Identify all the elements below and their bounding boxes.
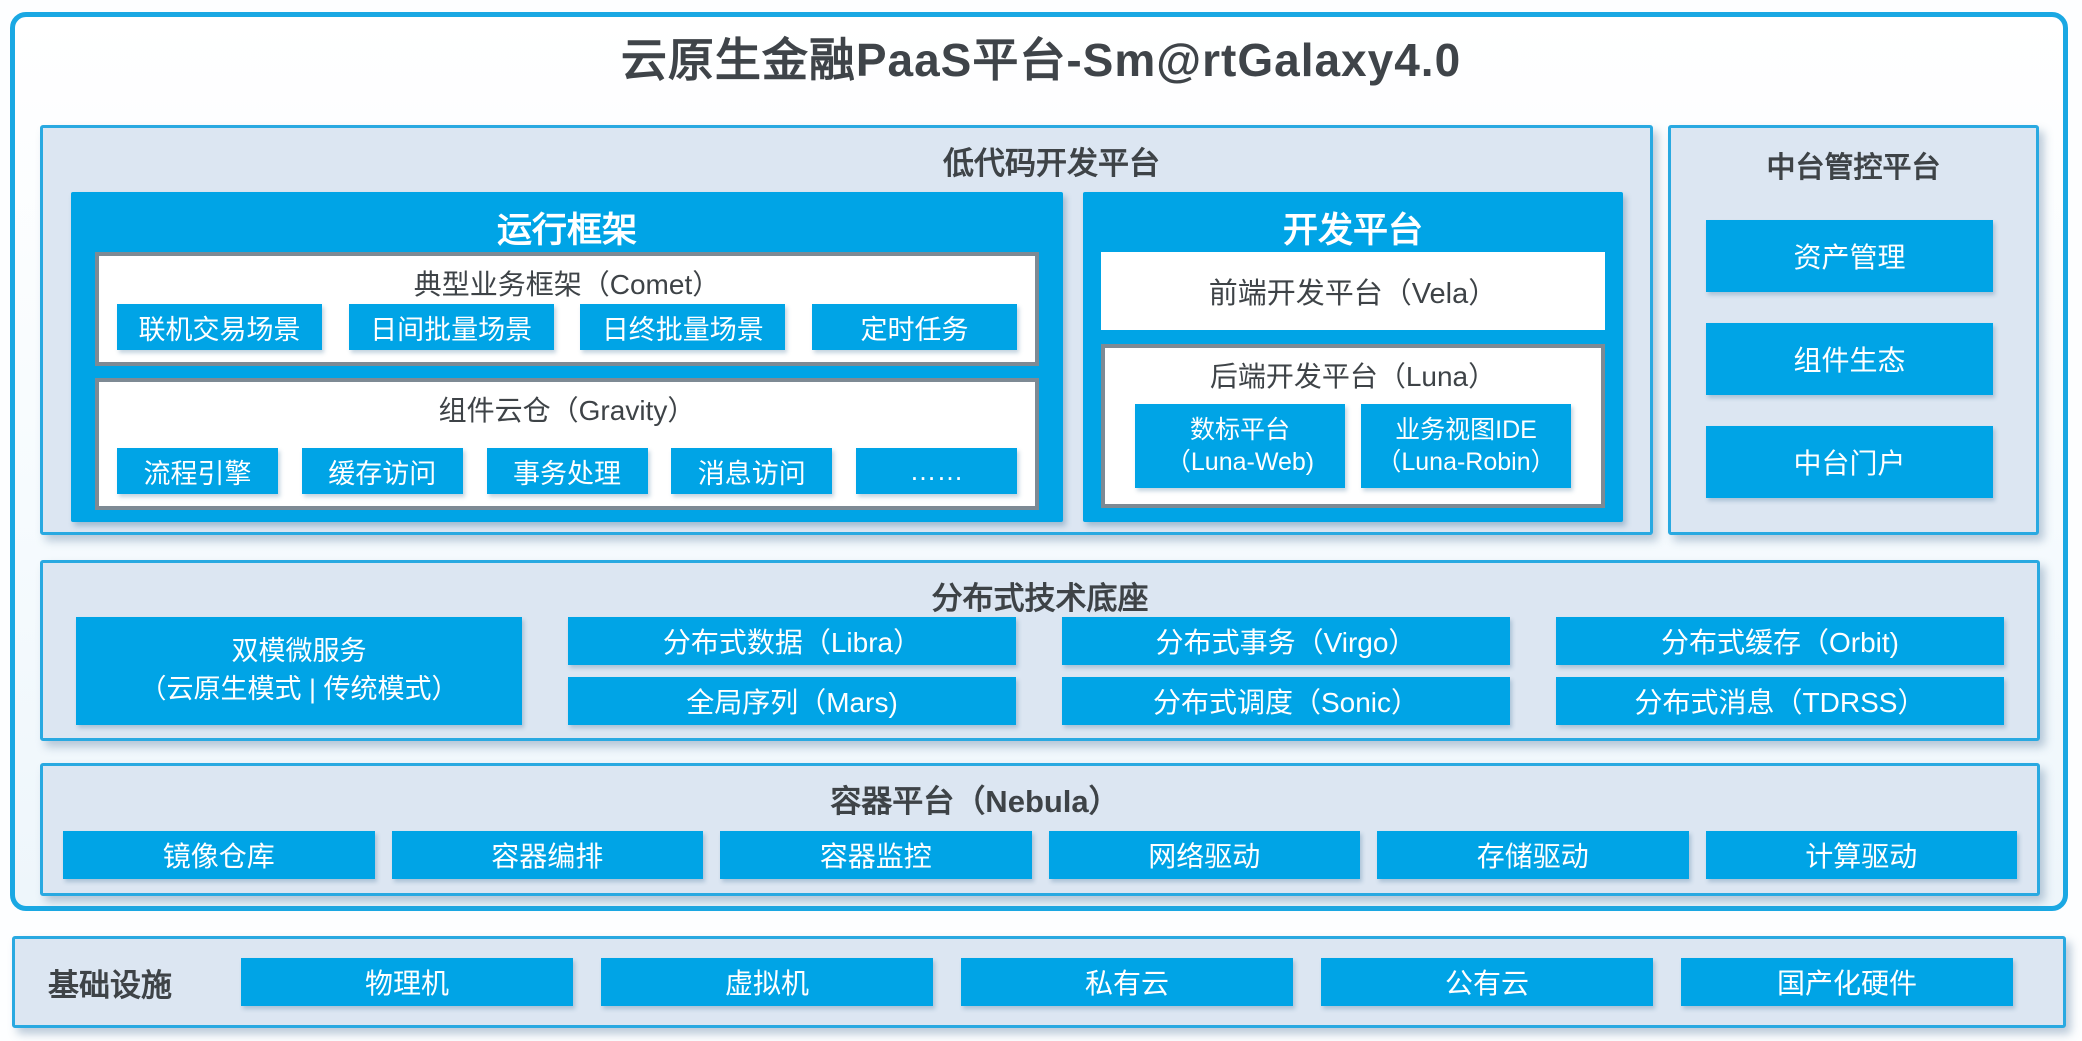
mid-platform-title: 中台管控平台 [1766,152,1941,184]
gravity-item-message-access: 消息访问 [671,448,833,494]
dev-platform-box: 开发平台 前端开发平台（Vela） 后端开发平台（Luna） 数标平台 （Lun… [1083,192,1623,522]
container-item-storage-driver: 存储驱动 [1377,831,1689,879]
luna-robin-line2: （Luna-Robin） [1376,448,1556,476]
distributed-base-title: 分布式技术底座 [931,581,1149,616]
dual-mode-line2: （云原生模式 | 传统模式） [139,674,459,704]
container-item-compute-driver: 计算驱动 [1705,831,2017,879]
panel-mid-platform: 中台管控平台 资产管理 组件生态 中台门户 [1668,125,2039,535]
dist-item-orbit: 分布式缓存（Orbit) [1556,617,2004,665]
container-item-network-driver: 网络驱动 [1048,831,1360,879]
runtime-framework-title: 运行框架 [496,211,637,250]
gravity-item-transaction: 事务处理 [486,448,648,494]
luna-item-robin: 业务视图IDE （Luna-Robin） [1361,404,1571,488]
container-item-image-registry: 镜像仓库 [63,831,375,879]
panel-low-code-platform: 低代码开发平台 运行框架 典型业务框架（Comet） 联机交易场景 日间批量场景… [40,125,1653,535]
dist-item-tdrss: 分布式消息（TDRSS） [1556,677,2004,725]
gravity-title: 组件云仓（Gravity） [438,395,696,426]
runtime-framework-box: 运行框架 典型业务框架（Comet） 联机交易场景 日间批量场景 日终批量场景 … [71,192,1063,522]
container-button-row: 镜像仓库 容器编排 容器监控 网络驱动 存储驱动 计算驱动 [63,831,2017,879]
page-title: 云原生金融PaaS平台-Sm@rtGalaxy4.0 [620,34,1462,86]
gravity-item-ellipsis: …… [856,448,1017,494]
luna-web-line1: 数标平台 [1189,415,1290,444]
comet-item-online-trading: 联机交易场景 [117,304,322,350]
dist-item-sonic: 分布式调度（Sonic） [1062,677,1510,725]
vela-frontend-box: 前端开发平台（Vela） [1101,252,1605,330]
infra-item-public-cloud: 公有云 [1321,958,1653,1006]
infra-item-domestic-hardware: 国产化硬件 [1681,958,2013,1006]
distributed-column-1: 分布式数据（Libra） 全局序列（Mars) [568,617,1016,725]
dist-item-virgo: 分布式事务（Virgo） [1062,617,1510,665]
luna-button-row: 数标平台 （Luna-Web) 业务视图IDE （Luna-Robin） [1135,404,1571,488]
mid-platform-item-component-ecosystem: 组件生态 [1706,323,1993,395]
gravity-item-process-engine: 流程引擎 [117,448,278,494]
comet-framework-box: 典型业务框架（Comet） 联机交易场景 日间批量场景 日终批量场景 定时任务 [95,252,1039,366]
luna-item-web: 数标平台 （Luna-Web) [1135,404,1345,488]
dist-item-libra: 分布式数据（Libra） [568,617,1016,665]
comet-item-daytime-batch: 日间批量场景 [348,304,554,350]
gravity-button-row: 流程引擎 缓存访问 事务处理 消息访问 …… [117,448,1017,494]
comet-button-row: 联机交易场景 日间批量场景 日终批量场景 定时任务 [117,304,1017,350]
container-item-monitoring: 容器监控 [720,831,1032,879]
dual-mode-microservice-box: 双模微服务 （云原生模式 | 传统模式） [76,617,522,725]
luna-robin-line1: 业务视图IDE [1395,415,1537,444]
gravity-item-cache-access: 缓存访问 [301,448,463,494]
gravity-warehouse-box: 组件云仓（Gravity） 流程引擎 缓存访问 事务处理 消息访问 …… [95,378,1039,510]
infra-item-virtual-machine: 虚拟机 [601,958,933,1006]
dist-item-mars: 全局序列（Mars) [568,677,1016,725]
container-platform-title: 容器平台（Nebula） [830,784,1120,819]
panel-infrastructure: 基础设施 物理机 虚拟机 私有云 公有云 国产化硬件 [12,936,2066,1028]
infrastructure-button-row: 物理机 虚拟机 私有云 公有云 国产化硬件 [241,958,2013,1006]
mid-platform-item-asset-management: 资产管理 [1706,220,1993,292]
mid-platform-item-portal: 中台门户 [1706,426,1993,498]
luna-web-line2: （Luna-Web) [1165,448,1315,476]
comet-item-eod-batch: 日终批量场景 [580,304,786,350]
infra-item-physical-machine: 物理机 [241,958,573,1006]
luna-title: 后端开发平台（Luna） [1209,361,1497,392]
dev-platform-title: 开发平台 [1282,211,1423,250]
comet-item-scheduled-task: 定时任务 [811,304,1017,350]
dual-mode-line1: 双模微服务 [231,636,367,667]
distributed-column-2: 分布式事务（Virgo） 分布式调度（Sonic） [1062,617,1510,725]
panel-container-platform: 容器平台（Nebula） 镜像仓库 容器编排 容器监控 网络驱动 存储驱动 计算… [40,763,2040,896]
infra-item-private-cloud: 私有云 [961,958,1293,1006]
low-code-platform-title: 低代码开发平台 [943,146,1160,181]
comet-title: 典型业务框架（Comet） [413,269,721,300]
container-item-orchestration: 容器编排 [391,831,703,879]
distributed-column-3: 分布式缓存（Orbit) 分布式消息（TDRSS） [1556,617,2004,725]
distributed-content-row: 双模微服务 （云原生模式 | 传统模式） 分布式数据（Libra） 全局序列（M… [76,617,2004,725]
panel-distributed-base: 分布式技术底座 双模微服务 （云原生模式 | 传统模式） 分布式数据（Libra… [40,560,2040,741]
luna-backend-box: 后端开发平台（Luna） 数标平台 （Luna-Web) 业务视图IDE （Lu… [1101,344,1605,508]
infrastructure-title: 基础设施 [48,967,172,1003]
